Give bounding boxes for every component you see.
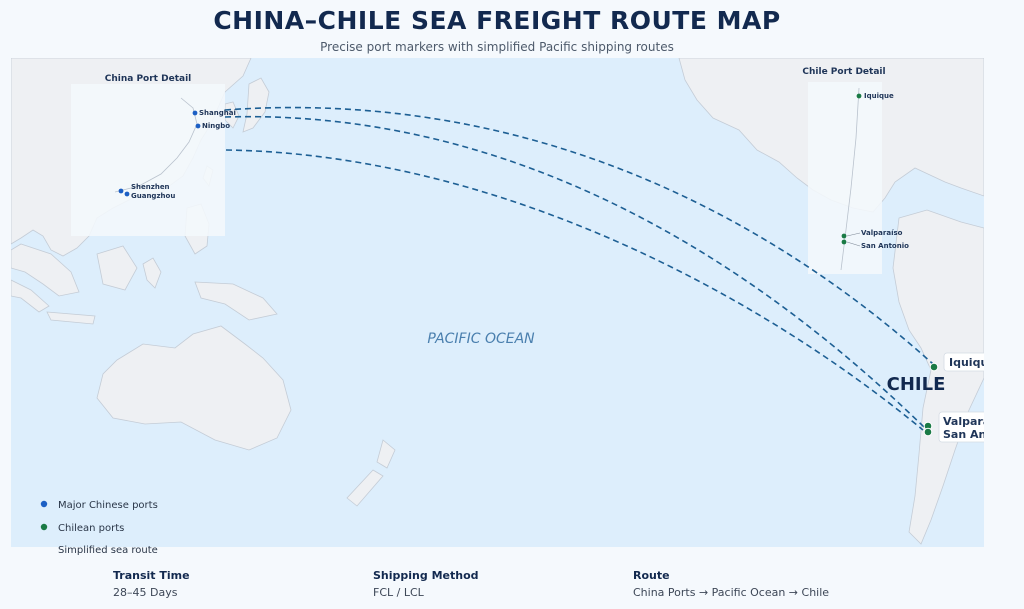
legend-sea-route: Simplified sea route [58, 545, 158, 556]
legend-chile-port-marker [40, 523, 48, 531]
route-shanghai-valparaiso [224, 115, 926, 429]
iquique-label-box [943, 352, 984, 372]
china-inset-coastline [114, 97, 198, 193]
san-antonio-inset-marker [841, 239, 847, 245]
shipping-method-value: FCL / LCL [373, 586, 424, 599]
iquique-inset-label: Iquique [864, 92, 894, 100]
land-sumatra [11, 279, 50, 313]
legend-chile-ports: Chilean ports [58, 523, 124, 534]
map-legend: Major Chinese ports Chilean ports [40, 500, 158, 534]
san-antonio-marker[interactable] [923, 427, 933, 437]
china-inset-title: China Port Detail [105, 74, 191, 84]
route-shenzhen-san-antonio [225, 149, 924, 431]
legend-china-port-marker [40, 500, 48, 508]
china-port-inset: China Port Detail Shanghai Ningbo Shenzh… [71, 74, 236, 236]
iquique-marker[interactable] [929, 362, 939, 372]
map-canvas: China Port Detail Shanghai Ningbo Shenzh… [11, 58, 984, 547]
san-antonio-label: San Antonio [943, 428, 984, 441]
land-new-zealand-south [346, 469, 384, 507]
chile-central-label-box [938, 411, 984, 443]
transit-time-value: 28–45 Days [113, 586, 178, 599]
land-java [46, 311, 96, 325]
iquique-label: Iquique [949, 356, 984, 369]
transit-time-label: Transit Time [113, 569, 190, 582]
china-inset-panel [71, 84, 225, 236]
land-sulawesi [142, 257, 162, 289]
shenzhen-inset-marker [118, 188, 124, 194]
guangzhou-inset-marker [124, 191, 130, 197]
legend-china-ports: Major Chinese ports [58, 500, 158, 511]
chile-inset-leaders [846, 232, 861, 247]
shenzhen-inset-label: Shenzhen [131, 183, 170, 191]
guangzhou-inset-label: Guangzhou [131, 192, 175, 200]
land-new-zealand-north [376, 439, 396, 469]
route-label: Route [633, 569, 670, 582]
land-south-america [892, 209, 984, 545]
land-new-guinea [194, 281, 278, 321]
iquique-inset-marker [856, 93, 862, 99]
page-title: CHINA–CHILE SEA FREIGHT ROUTE MAP [213, 6, 781, 35]
land-australia [96, 325, 292, 451]
route-map: China Port Detail Shanghai Ningbo Shenzh… [11, 58, 984, 547]
country-label-chile: CHILE [887, 374, 946, 395]
shipping-method-label: Shipping Method [373, 569, 479, 582]
chile-inset-coastline [840, 87, 860, 271]
valparaiso-label: Valparaíso [943, 415, 984, 428]
land-borneo [96, 245, 138, 291]
land-indochina [11, 243, 80, 297]
ningbo-inset-label: Ningbo [202, 122, 230, 130]
valparaiso-inset-marker [841, 233, 847, 239]
valparaiso-inset-label: Valparaíso [861, 229, 903, 237]
page-subtitle: Precise port markers with simplified Pac… [320, 40, 674, 54]
ocean-label: PACIFIC OCEAN [427, 331, 535, 347]
shanghai-inset-label: Shanghai [199, 109, 236, 117]
chile-port-inset: Chile Port Detail Iquique Valparaíso San… [802, 67, 909, 274]
san-antonio-inset-label: San Antonio [861, 242, 909, 250]
chile-inset-title: Chile Port Detail [802, 67, 885, 77]
ningbo-inset-marker [195, 123, 201, 129]
shanghai-inset-marker [192, 110, 198, 116]
route-value: China Ports → Pacific Ocean → Chile [633, 586, 830, 599]
